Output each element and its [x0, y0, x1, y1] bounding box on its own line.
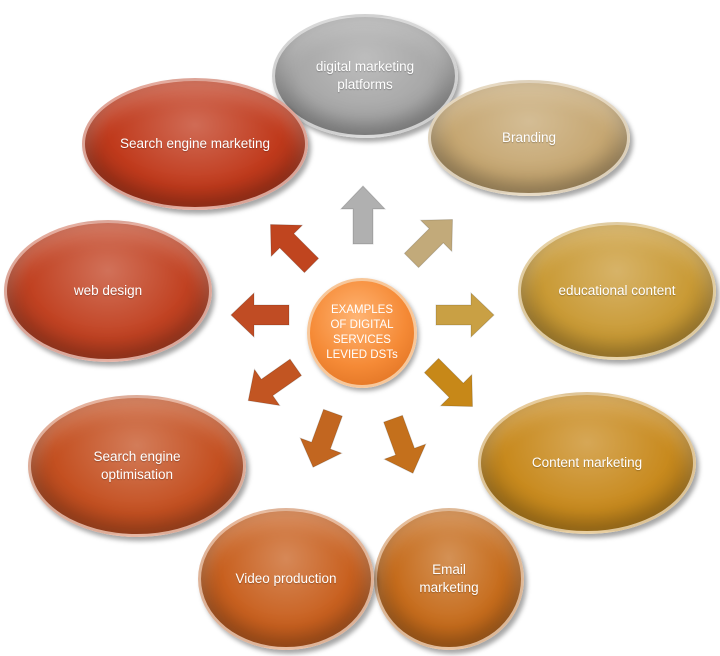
node-label: digital marketing platforms — [315, 58, 415, 92]
node-label: Search engine marketing — [119, 135, 271, 151]
arrow-down-right — [423, 357, 474, 408]
arrow-shape — [423, 357, 474, 408]
node-label: Video production — [235, 570, 337, 586]
arrow-down-left-low — [299, 408, 343, 468]
center-label: EXAMPLES OF DIGITAL SERVICES LEVIED DSTs — [326, 304, 398, 361]
node-label: Email marketing — [419, 561, 479, 595]
node-search-engine-optimisation: Search engine optimisation — [28, 395, 246, 537]
node-digital-marketing-platforms: digital marketing platforms — [272, 14, 458, 138]
node-label: Content marketing — [531, 454, 643, 470]
node-educational-content: educational content — [518, 222, 716, 360]
node-web-design: web design — [4, 220, 212, 362]
node-content-marketing: Content marketing — [478, 392, 696, 534]
node-video-production: Video production — [198, 508, 374, 650]
node-email-marketing: Email marketing — [374, 508, 524, 650]
arrow-up — [339, 185, 387, 245]
arrow-left — [230, 291, 290, 339]
node-label: educational content — [558, 282, 676, 298]
arrow-down-right-low — [383, 414, 427, 474]
node-label: Search engine optimisation — [93, 448, 181, 482]
node-branding: Branding — [428, 80, 630, 196]
arrow-shape — [269, 223, 320, 274]
arrow-shape — [230, 291, 290, 339]
arrow-shape — [299, 408, 343, 468]
arrow-shape — [383, 414, 427, 474]
arrow-shape — [403, 218, 454, 269]
arrow-shape — [435, 291, 495, 339]
arrow-up-left — [269, 223, 320, 274]
arrow-shape — [247, 358, 303, 407]
center-hub: EXAMPLES OF DIGITAL SERVICES LEVIED DSTs — [307, 278, 417, 388]
arrow-down-left — [247, 358, 303, 407]
node-search-engine-marketing: Search engine marketing — [82, 78, 308, 210]
arrow-up-right — [403, 218, 454, 269]
arrow-right — [435, 291, 495, 339]
node-label: Branding — [501, 129, 557, 145]
node-label: web design — [73, 282, 143, 298]
arrow-shape — [339, 185, 387, 245]
